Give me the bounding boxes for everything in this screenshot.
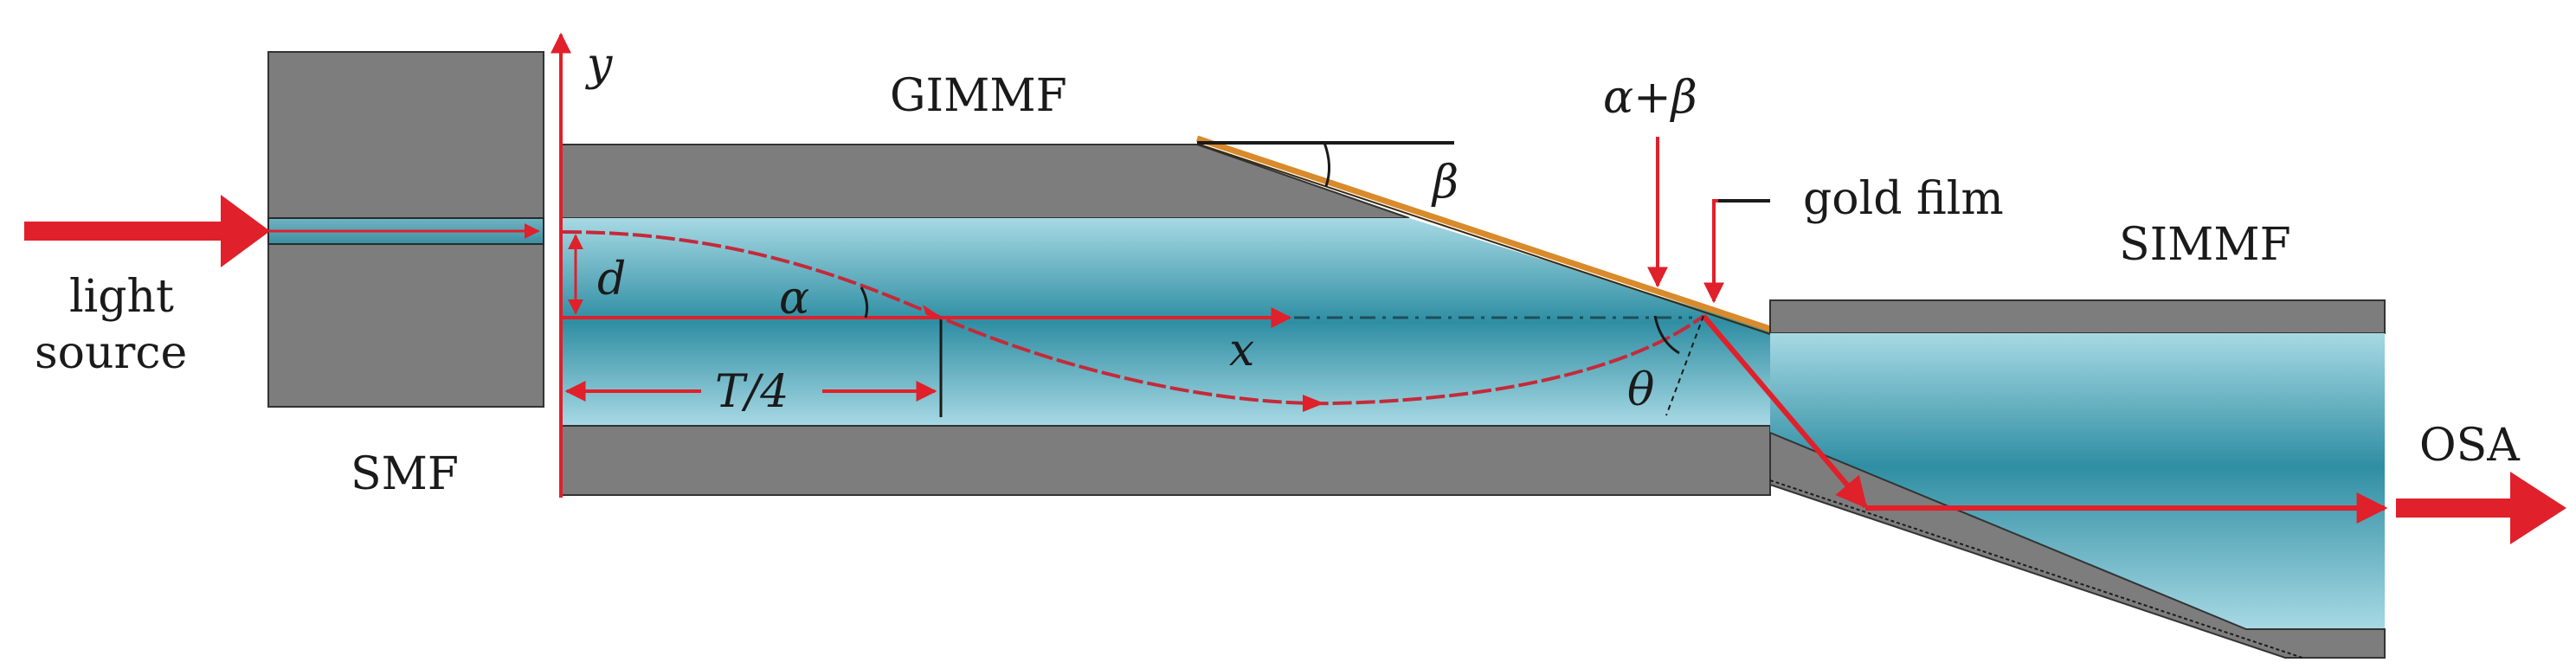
theta-label: θ [1627,364,1654,416]
ray-arrow-1 [923,305,943,318]
smf-label: SMF [351,448,459,500]
theta-arc [1653,315,1680,355]
light-source-arrow [24,195,270,267]
gimmf-upper-cladding [560,144,1410,219]
gold-film-label: gold film [1803,173,2004,225]
graded-index-ray [562,230,1705,406]
x-axis-label: x [1229,325,1254,376]
gimmf-core [561,218,1770,426]
simmf-upper-cladding [1769,299,2386,334]
simmf-slant-edge [1769,479,2303,659]
simmf-lower-cladding [1769,431,2386,659]
y-axis-label: y [585,39,613,91]
t4-label: T/4 [715,366,789,418]
beta-arc [1323,142,1330,187]
gold-film [1195,135,1772,332]
osa-arrow [2396,472,2566,544]
alpha-arc [860,286,869,318]
osa-label: OSA [2419,420,2521,472]
alpha-label: α [779,273,809,325]
light-source-label-line2: source [35,327,187,379]
d-label: d [597,254,626,306]
surface-normal [1665,315,1704,416]
alpha-beta-label: α+β [1603,72,1697,124]
simmf-core [1770,333,2385,629]
gold-film-pointer [1703,199,1770,304]
reflected-ray-segment [1701,314,1868,509]
light-source-label-line1: light [69,271,174,323]
gold-film-edge [1196,143,1771,335]
ray-arrow-2 [1303,395,1324,412]
gimmf-label: GIMMF [890,70,1067,122]
simmf-label: SIMMF [2119,219,2291,271]
beta-label: β [1431,157,1459,209]
gimmf-lower-cladding [560,425,1771,496]
